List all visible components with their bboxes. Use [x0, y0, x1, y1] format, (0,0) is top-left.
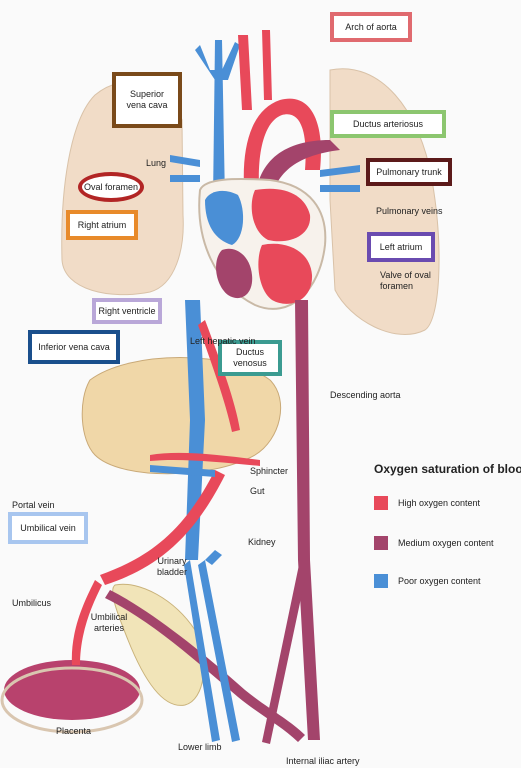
- legend-title: Oxygen saturation of blood: [374, 462, 521, 476]
- pulmonary-veins-label: Pulmonary veins: [376, 206, 443, 217]
- kidney-label: Kidney: [248, 537, 276, 548]
- gut-label: Gut: [250, 486, 265, 497]
- umbilical-arteries-label: Umbilical arteries: [86, 612, 132, 634]
- legend-label-medium: Medium oxygen content: [398, 538, 494, 548]
- right-atrium-label: Right atrium: [66, 210, 138, 240]
- left-atrium-label: Left atrium: [367, 232, 435, 262]
- superior-vena-cava-label: Superior vena cava: [112, 72, 182, 128]
- ductus-arteriosus-label: Ductus arteriosus: [330, 110, 446, 138]
- legend-swatch-medium: [374, 536, 388, 550]
- portal-vein-label: Portal vein: [12, 500, 55, 511]
- pulmonary-trunk-label: Pulmonary trunk: [366, 158, 452, 186]
- umbilical-vein-label: Umbilical vein: [8, 512, 88, 544]
- legend-label-high: High oxygen content: [398, 498, 480, 508]
- legend-label-poor: Poor oxygen content: [398, 576, 481, 586]
- arch-of-aorta-label: Arch of aorta: [330, 12, 412, 42]
- superior-vena-cava-vessel: [213, 40, 225, 200]
- right-ventricle-label: Right ventricle: [92, 298, 162, 324]
- placenta-label: Placenta: [56, 726, 91, 737]
- legend-item-high: High oxygen content: [374, 496, 480, 510]
- legend-item-medium: Medium oxygen content: [374, 536, 494, 550]
- left-hepatic-vein-label: Left hepatic vein: [190, 336, 256, 347]
- legend-swatch-poor: [374, 574, 388, 588]
- inferior-vena-cava-label: Inferior vena cava: [28, 330, 120, 364]
- lower-limb-label: Lower limb: [178, 742, 222, 753]
- lung-label: Lung: [146, 158, 166, 169]
- superior-vena-cava-text: Superior vena cava: [122, 89, 172, 111]
- renal-vessels: [205, 550, 222, 565]
- oval-foramen-label: Oval foramen: [78, 172, 144, 202]
- legend-item-poor: Poor oxygen content: [374, 574, 481, 588]
- valve-of-oval-foramen-label: Valve of oval foramen: [380, 270, 440, 292]
- left-lung: [330, 69, 439, 335]
- urinary-bladder-label: Urinary bladder: [152, 556, 192, 578]
- umbilicus-label: Umbilicus: [12, 598, 51, 609]
- lower-limb-arteries: [262, 560, 308, 744]
- legend-swatch-high: [374, 496, 388, 510]
- descending-aorta-label: Descending aorta: [330, 390, 401, 401]
- descending-aorta-vessel: [295, 300, 320, 740]
- aortic-branches: [238, 30, 272, 110]
- internal-iliac-artery-label: Internal iliac artery: [286, 756, 360, 767]
- sphincter-label: Sphincter: [250, 466, 288, 477]
